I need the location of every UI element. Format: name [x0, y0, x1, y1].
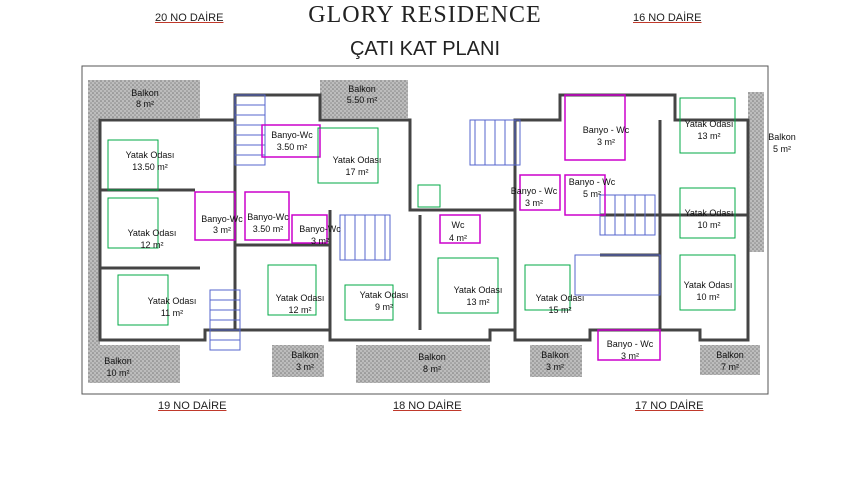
room-area: 13 m²	[466, 297, 489, 307]
page-title: GLORY RESIDENCE	[308, 2, 542, 28]
room-area: 5 m²	[583, 189, 601, 199]
balcony-left-edge	[88, 80, 100, 345]
room-area: 13 m²	[697, 131, 720, 141]
room-name: Banyo - Wc	[583, 125, 630, 135]
room-name: Balkon	[541, 350, 569, 360]
room-name: Yatak Odası	[333, 155, 382, 165]
room-name: Yatak Odası	[128, 228, 177, 238]
room-name: Yatak Odası	[276, 293, 325, 303]
room-name: Banyo-Wc	[299, 224, 341, 234]
room-area: 15 m²	[548, 305, 571, 315]
balcony-bottom-right	[700, 345, 760, 375]
unit-label-19: 19 NO DAİRE	[158, 400, 227, 412]
room-name: Yatak Odası	[454, 285, 503, 295]
room-area: 17 m²	[345, 167, 368, 177]
balcony-bottom-center	[356, 345, 490, 383]
room-area: 4 m²	[449, 233, 467, 243]
room-area: 10 m²	[696, 292, 719, 302]
room-name: Banyo - Wc	[569, 177, 616, 187]
room-area: 9 m²	[375, 302, 393, 312]
room-area: 8 m²	[423, 364, 441, 374]
balcony-bottom-left	[88, 345, 180, 383]
room-area: 11 m²	[161, 308, 183, 318]
room-area: 8 m²	[136, 99, 154, 109]
room-name: Yatak Odası	[148, 296, 197, 306]
room-name: Banyo - Wc	[511, 186, 558, 196]
room-name: Balkon	[291, 350, 319, 360]
unit-label-20: 20 NO DAİRE	[155, 12, 224, 24]
room-area: 5.50 m²	[347, 95, 378, 105]
unit-label-16: 16 NO DAİRE	[633, 12, 702, 24]
room-name: Yatak Odası	[685, 119, 734, 129]
room-area: 10 m²	[106, 368, 129, 378]
room-area: 12 m²	[288, 305, 311, 315]
unit-label-18: 18 NO DAİRE	[393, 400, 462, 412]
balconies	[88, 80, 764, 383]
room-name: Yatak Odası	[685, 208, 734, 218]
bathrooms	[194, 94, 661, 361]
balcony-top-center	[320, 80, 408, 118]
plan-subtitle: ÇATI KAT PLANI	[349, 38, 501, 60]
room-area: 3 m²	[296, 362, 314, 372]
room-name: Balkon	[768, 132, 796, 142]
room-name: Balkon	[716, 350, 744, 360]
balcony-bottom-3	[530, 345, 582, 377]
room-area: 13.50 m²	[132, 162, 168, 172]
room-area: 3.50 m²	[253, 224, 284, 234]
room-name: Banyo-Wc	[271, 130, 313, 140]
furniture	[107, 97, 736, 326]
room-name: Wc	[452, 220, 465, 230]
room-name: Yatak Odası	[360, 290, 409, 300]
room-name: Banyo - Wc	[607, 339, 654, 349]
room-labels: Balkon 8 m² Balkon 5.50 m² Yatak Odası 1…	[104, 84, 796, 378]
room-name: Balkon	[104, 356, 132, 366]
room-area: 3.50 m²	[277, 142, 308, 152]
room-name: Yatak Odası	[126, 150, 175, 160]
balcony-right	[748, 92, 764, 252]
room-area: 3 m²	[597, 137, 615, 147]
room-name: Yatak Odası	[684, 280, 733, 290]
plan-frame	[81, 65, 769, 395]
room-area: 10 m²	[697, 220, 720, 230]
room-name: Banyo-Wc	[201, 214, 243, 224]
room-area: 12 m²	[140, 240, 163, 250]
room-area: 3 m²	[546, 362, 564, 372]
room-name: Balkon	[418, 352, 446, 362]
balcony-bottom-2	[272, 345, 324, 377]
walls	[98, 93, 750, 342]
balcony-top-left	[88, 80, 200, 118]
room-area: 7 m²	[721, 362, 739, 372]
room-name: Yatak Odası	[536, 293, 585, 303]
room-area: 3 m²	[621, 351, 639, 361]
room-name: Banyo-Wc	[247, 212, 289, 222]
room-name: Balkon	[348, 84, 376, 94]
room-area: 3 m²	[525, 198, 543, 208]
stairwells	[209, 94, 661, 351]
unit-label-17: 17 NO DAİRE	[635, 400, 704, 412]
room-area: 3 m²	[311, 236, 329, 246]
room-area: 5 m²	[773, 144, 791, 154]
room-name: Balkon	[131, 88, 159, 98]
room-area: 3 m²	[213, 225, 231, 235]
